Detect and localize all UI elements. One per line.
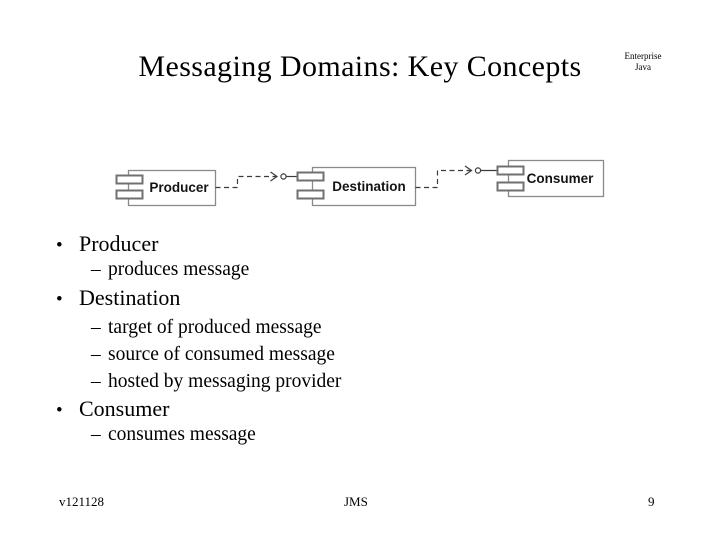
bullet-marker: • (56, 400, 63, 421)
connector-producer-destination (215, 171, 298, 189)
bullet-text: Producer (79, 231, 159, 256)
component-tab-icon (296, 189, 325, 200)
dash-marker: – (91, 424, 101, 445)
bullet-text: target of produced message (108, 317, 322, 338)
component-destination: Destination (296, 166, 417, 207)
bullet-text: produces message (108, 259, 250, 280)
component-box (311, 166, 417, 207)
component-tab-icon (115, 174, 144, 185)
sub-bullet-target-of-produced: –target of produced message (91, 317, 322, 339)
footer-course-name: JMS (344, 494, 368, 509)
component-label-consumer: Consumer (527, 171, 595, 186)
sub-bullet-source-of-consumed: –source of consumed message (91, 344, 335, 366)
footer-page-number: 9 (648, 494, 655, 509)
bullet-item-destination: • Destination (56, 285, 180, 311)
badge-line-1: Enterprise (624, 51, 662, 61)
component-diagram: Producer Destination Consu (115, 159, 605, 207)
interface-circle-icon (280, 173, 287, 180)
sub-bullet-consumes-message: –consumes message (91, 424, 256, 446)
enterprise-java-badge: Enterprise Java (619, 51, 667, 73)
component-producer: Producer (115, 169, 217, 207)
dash-marker: – (91, 259, 101, 280)
dash-marker: – (91, 317, 101, 338)
arrowhead-icon (464, 165, 473, 176)
footer-version: v121128 (59, 494, 105, 509)
bullet-text: source of consumed message (108, 344, 335, 365)
component-tab-icon (496, 181, 525, 192)
bullet-text: Consumer (79, 396, 170, 421)
badge-line-2: Java (635, 62, 651, 72)
bullet-marker: • (56, 235, 63, 256)
component-tab-icon (115, 189, 144, 200)
component-consumer: Consumer (496, 159, 605, 198)
dash-marker: – (91, 371, 101, 392)
sub-bullet-produces-message: –produces message (91, 259, 249, 281)
component-tab-icon (296, 171, 325, 182)
bullet-marker: • (56, 289, 63, 310)
component-tab-icon (496, 165, 525, 176)
bullet-text: hosted by messaging provider (108, 371, 342, 392)
dashed-dependency-line (415, 169, 471, 189)
component-label-destination: Destination (332, 179, 406, 194)
bullet-text: Destination (79, 285, 181, 310)
component-label-producer: Producer (149, 180, 209, 195)
arrowhead-icon (270, 171, 279, 182)
connector-destination-consumer (415, 165, 498, 189)
bullet-text: consumes message (108, 424, 256, 445)
bullet-item-producer: • Producer (56, 231, 158, 257)
interface-circle-icon (474, 167, 482, 174)
dash-marker: – (91, 344, 101, 365)
sub-bullet-hosted-by-provider: –hosted by messaging provider (91, 371, 341, 393)
bullet-item-consumer: • Consumer (56, 396, 169, 422)
dashed-dependency-line (215, 175, 277, 189)
page-title: Messaging Domains: Key Concepts (138, 50, 582, 83)
